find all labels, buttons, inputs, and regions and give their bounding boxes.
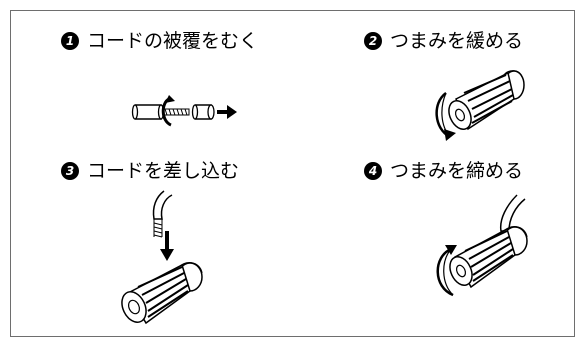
step-3-title: 3 コードを差し込む xyxy=(61,159,239,183)
loosen-knob-icon xyxy=(435,70,525,141)
step-2-label: つまみを緩める xyxy=(390,30,524,52)
strip-wire-icon xyxy=(131,95,237,127)
step-4-number: 4 xyxy=(364,162,382,180)
step-4-title: 4 つまみを締める xyxy=(364,159,523,183)
step-2-number: 2 xyxy=(364,32,382,50)
step-1-number: 1 xyxy=(61,32,79,50)
step-1-label: コードの被覆をむく xyxy=(87,30,259,52)
insert-wire-icon xyxy=(121,190,203,325)
tighten-knob-icon xyxy=(436,194,528,297)
instruction-panel: 1 コードの被覆をむく 2 つまみを緩める xyxy=(10,10,575,337)
step-1-title: 1 コードの被覆をむく xyxy=(61,29,258,53)
step-2-title: 2 つまみを緩める xyxy=(364,29,523,53)
step-3-label: コードを差し込む xyxy=(87,160,240,182)
step-3-number: 3 xyxy=(61,162,79,180)
step-4-label: つまみを締める xyxy=(390,160,524,182)
